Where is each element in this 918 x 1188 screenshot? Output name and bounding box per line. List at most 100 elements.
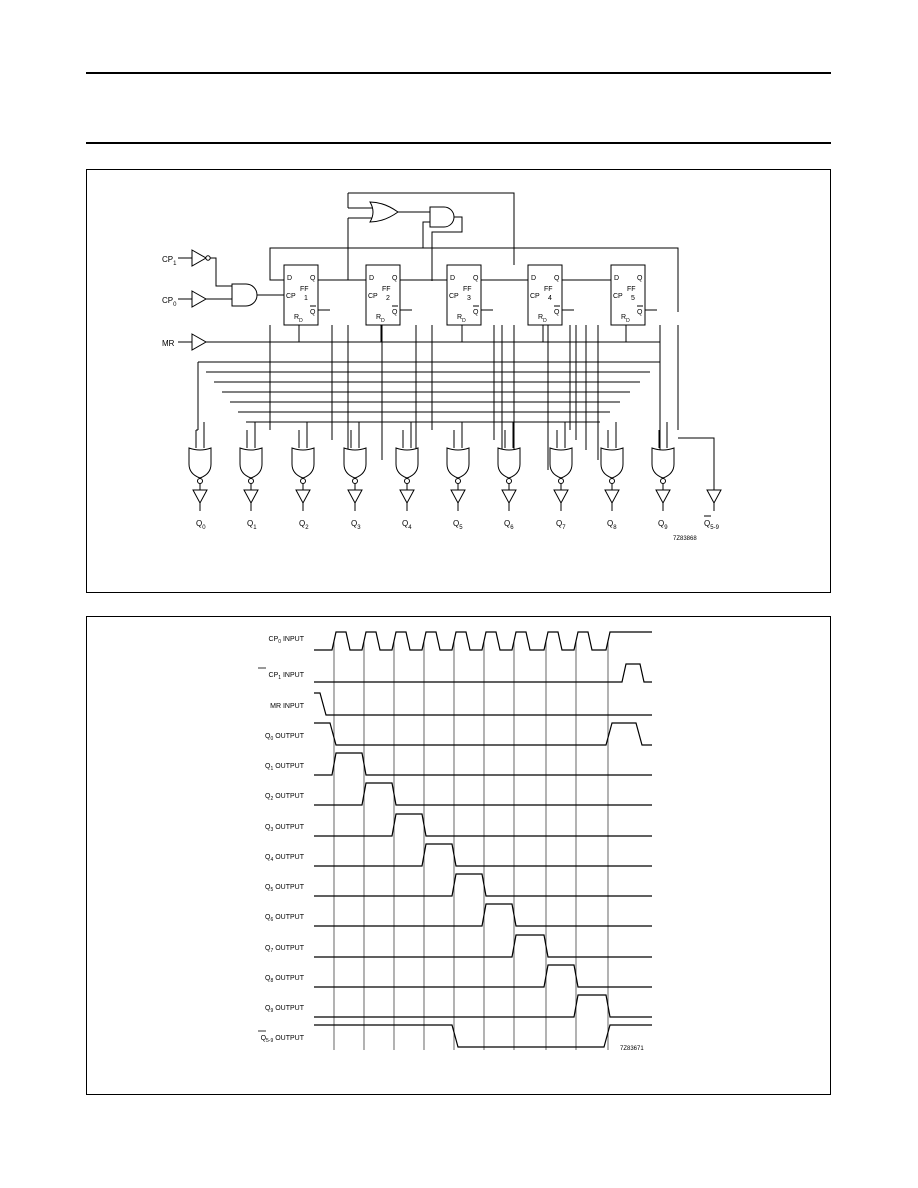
output-buffer: [501, 489, 517, 505]
output-buffer: [553, 489, 569, 505]
q-output-waveform: [314, 752, 652, 776]
signal-label: Q1 OUTPUT: [265, 763, 305, 772]
nor-bubble: [248, 478, 254, 484]
output-label: Q1: [247, 519, 257, 531]
logic-diagram-code: 7Z83868: [673, 536, 697, 542]
header-rule-top: [86, 72, 831, 74]
ff-q-label: Q: [310, 275, 316, 282]
ff-name-label: FF: [463, 286, 472, 293]
and-gate-top: [429, 206, 455, 228]
ff-number-label: 3: [467, 295, 471, 302]
ff-number-label: 5: [631, 295, 635, 302]
cp1-waveform: [314, 663, 652, 683]
q-output-waveform: [314, 994, 652, 1018]
signal-label: Q2 OUTPUT: [265, 793, 305, 802]
nor-gate: [239, 447, 263, 479]
top-bus: [270, 247, 679, 312]
q-output-waveform: [314, 782, 652, 806]
output-label: Q2: [299, 519, 309, 531]
nor-gate: [600, 447, 624, 479]
q59-waveform: [314, 1024, 652, 1048]
ff-cp-label: CP: [286, 293, 296, 300]
nor-gate: [291, 447, 315, 479]
ff-reset-label: RD: [621, 314, 630, 324]
buffer-symbol: [191, 333, 208, 351]
signal-label: Q4 OUTPUT: [265, 854, 305, 863]
gate-input: [402, 422, 412, 448]
nor-gate: [395, 447, 419, 479]
header-rule-bottom: [86, 142, 831, 144]
input-label: CP0: [162, 296, 177, 308]
inverter-bubble: [205, 255, 211, 261]
output-label: Q7: [556, 519, 566, 531]
nor-bubble: [506, 478, 512, 484]
output-buffer: [347, 489, 363, 505]
output-buffer: [399, 489, 415, 505]
signal-label: Q9 OUTPUT: [265, 1005, 305, 1014]
logic-diagram-frame: [86, 169, 831, 593]
q-wire: [196, 362, 199, 431]
nor-gate: [446, 447, 470, 479]
output-label: Q6: [504, 519, 514, 531]
nor-bubble: [609, 478, 615, 484]
q-output-waveform: [314, 873, 652, 897]
input-label: CP1: [162, 255, 177, 267]
mr-waveform: [314, 692, 652, 716]
q59-wire: [678, 437, 715, 490]
gate-input: [298, 422, 308, 448]
output-buffer: [706, 489, 722, 505]
cp1-wire: [210, 257, 232, 287]
ff-cp-label: CP: [530, 293, 540, 300]
nor-bubble: [197, 478, 203, 484]
ff-name-label: FF: [627, 286, 636, 293]
output-buffer: [604, 489, 620, 505]
output-buffer: [295, 489, 311, 505]
cp0-waveform: [314, 631, 652, 651]
timing-diagram-frame: [86, 616, 831, 1095]
ff-cp-label: CP: [613, 293, 623, 300]
signal-label: Q7 OUTPUT: [265, 945, 305, 954]
output-buffer: [655, 489, 671, 505]
ff-qbar-label: Q: [473, 309, 479, 316]
buffer-symbol: [191, 249, 208, 267]
nor-bubble: [455, 478, 461, 484]
gate-input: [504, 422, 514, 448]
output-label: Q0: [196, 519, 206, 531]
q0-waveform: [314, 722, 652, 746]
output-label: Q5-9: [704, 519, 720, 531]
ff-d-label: D: [287, 275, 292, 282]
output-buffer: [192, 489, 208, 505]
ff-q-label: Q: [554, 275, 560, 282]
gate-input: [453, 422, 463, 448]
nor-gate: [549, 447, 573, 479]
ff-reset-label: RD: [294, 314, 303, 324]
ff-d-label: D: [450, 275, 455, 282]
signal-label: Q8 OUTPUT: [265, 975, 305, 984]
ff-number-label: 1: [304, 295, 308, 302]
ff-cp-label: CP: [449, 293, 459, 300]
and-gate-cp: [231, 283, 258, 307]
output-label: Q4: [402, 519, 412, 531]
ff-name-label: FF: [544, 286, 553, 293]
signal-label: CP1 INPUT: [269, 672, 305, 681]
ff-qbar-label: Q: [554, 309, 560, 316]
signal-label: Q3 OUTPUT: [265, 824, 305, 833]
flipflop-box: [446, 264, 482, 326]
nor-bubble: [300, 478, 306, 484]
q-output-waveform: [314, 934, 652, 958]
flipflop-box: [610, 264, 646, 326]
gate-input: [658, 422, 668, 448]
output-buffer: [243, 489, 259, 505]
ff-reset-label: RD: [376, 314, 385, 324]
ff-number-label: 2: [386, 295, 390, 302]
signal-label: Q5 OUTPUT: [265, 884, 305, 893]
nor-bubble: [558, 478, 564, 484]
q-output-waveform: [314, 903, 652, 927]
or-gate-top: [369, 201, 399, 223]
output-buffer: [450, 489, 466, 505]
ff-reset-label: RD: [457, 314, 466, 324]
nor-gate: [188, 447, 212, 479]
flipflop-box: [527, 264, 563, 326]
